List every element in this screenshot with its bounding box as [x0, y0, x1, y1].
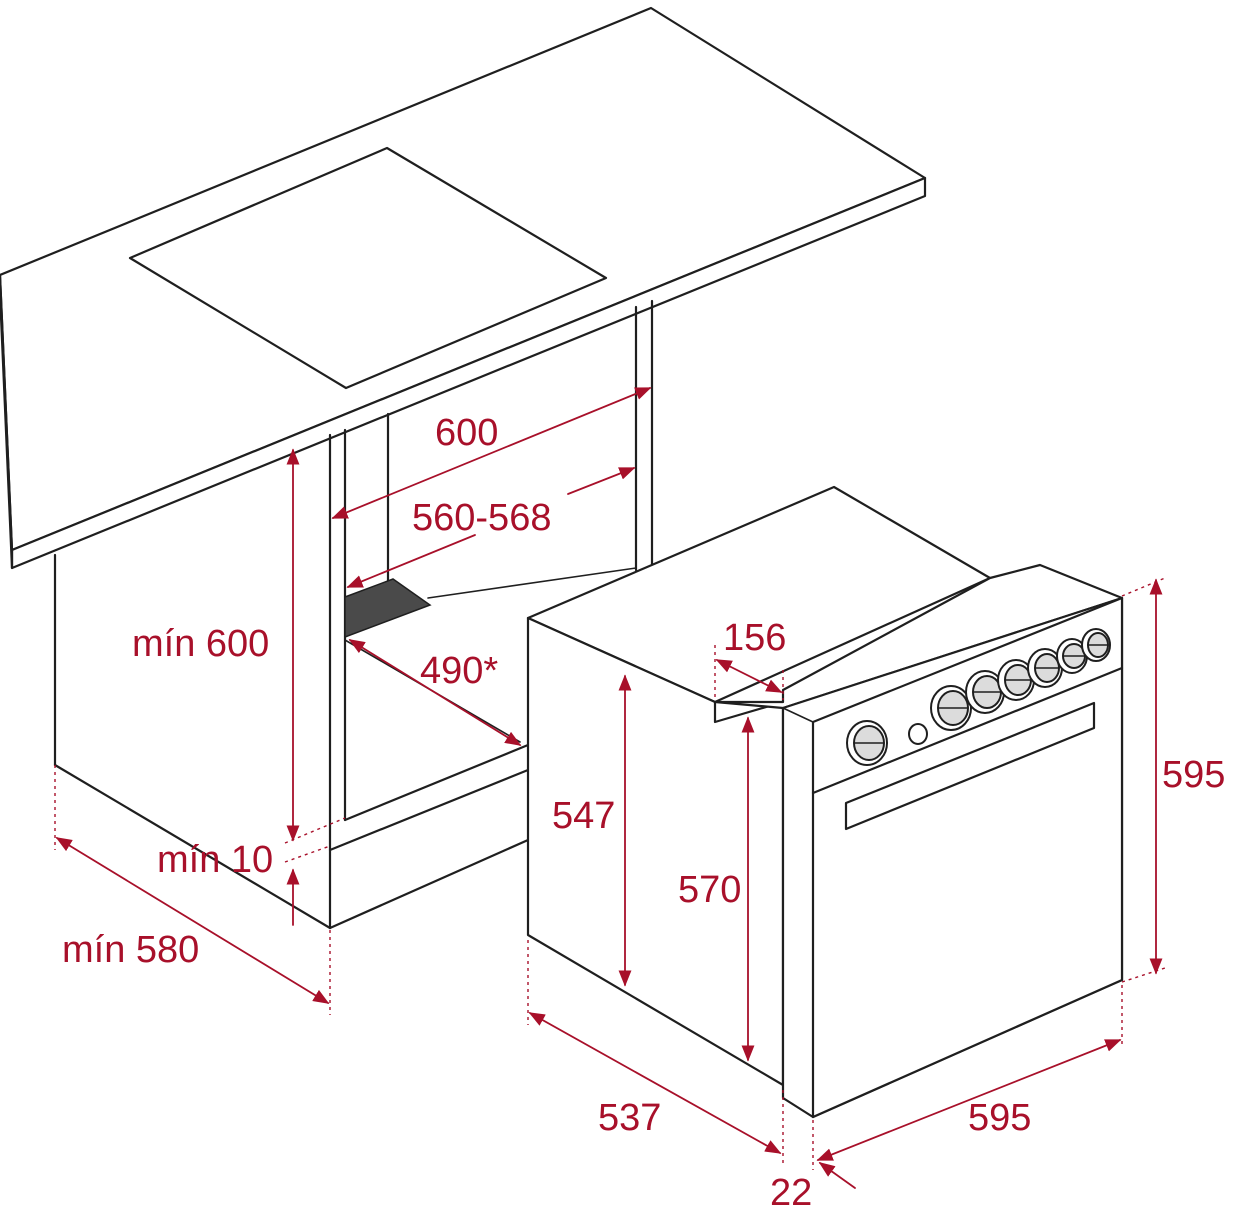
dim-line-niche-depth	[348, 639, 522, 746]
label-min-height: mín 600	[132, 623, 269, 665]
dim-line-niche-width-left	[346, 534, 476, 588]
label-door-thickness: 22	[770, 1172, 812, 1210]
label-side-height: 547	[552, 795, 615, 837]
label-cabinet-width: 600	[435, 412, 498, 454]
knob-icon	[846, 720, 888, 766]
indicator-light	[908, 723, 928, 745]
label-top-recess: 156	[723, 617, 786, 659]
knob-icon	[965, 670, 1005, 714]
dim-line-front-width	[816, 1039, 1122, 1161]
dimension-lines	[54, 387, 1166, 1189]
label-body-height: 570	[678, 869, 741, 911]
knob-icon	[1027, 648, 1063, 688]
label-min-depth: mín 580	[62, 929, 199, 971]
oven-body	[526, 485, 1124, 1119]
dim-line-min-depth	[55, 837, 330, 1004]
label-body-depth: 537	[598, 1097, 661, 1139]
vent-slot	[344, 578, 432, 639]
label-front-width: 595	[968, 1097, 1031, 1139]
label-min-gap: mín 10	[157, 839, 273, 881]
dim-line-niche-width-right	[567, 467, 636, 495]
label-niche-depth: 490*	[420, 650, 498, 692]
dim-line-door-thickness	[818, 1162, 856, 1189]
knob-icon	[930, 685, 972, 731]
dim-line-cabinet-width	[331, 387, 652, 519]
label-niche-width: 560-568	[412, 497, 551, 539]
knob-icon	[1081, 628, 1111, 662]
dim-line-top-recess	[715, 659, 783, 693]
dim-line-body-depth	[528, 1012, 782, 1154]
label-total-height: 595	[1162, 754, 1225, 796]
cooktop	[128, 146, 608, 390]
control-knobs	[846, 628, 1111, 766]
dimension-labels: 600 560-568 490* mín 600 mín 10 mín 580 …	[62, 412, 1225, 1210]
oven-handle	[844, 701, 1096, 831]
